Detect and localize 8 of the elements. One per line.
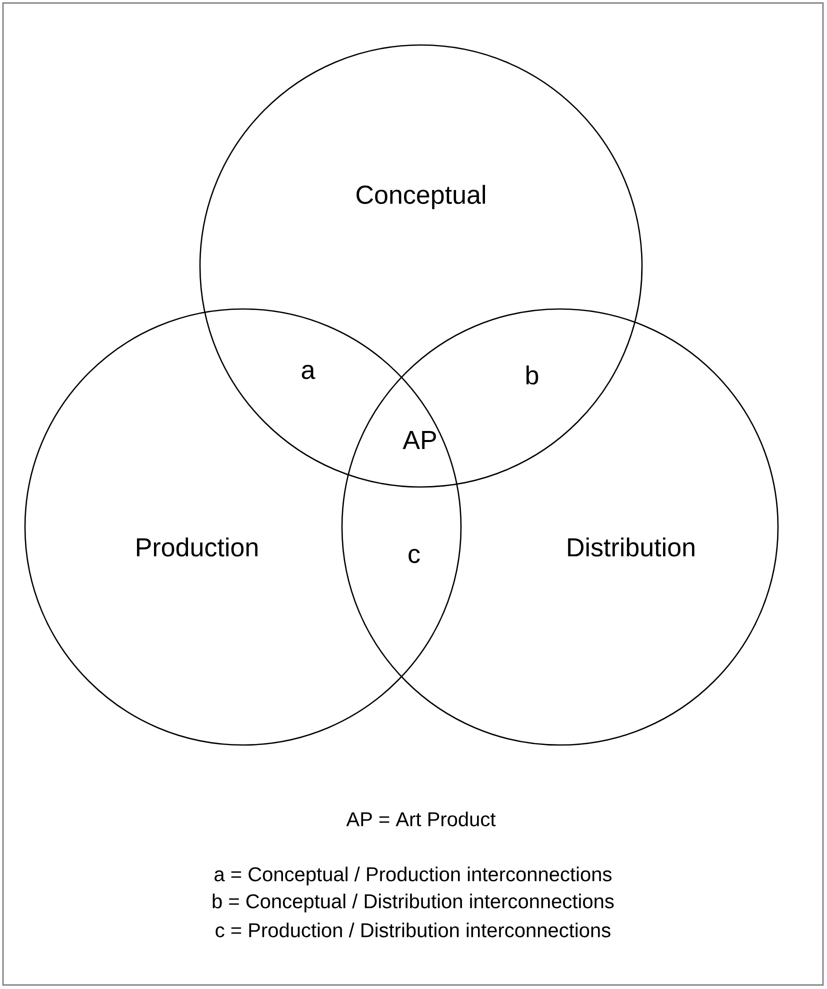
region-label: a <box>302 364 316 380</box>
region-label: c <box>408 548 420 564</box>
region-label: b <box>526 365 538 385</box>
region-label: AP <box>402 431 436 449</box>
legend-text: b = Conceptual / Distribution interconnections <box>212 894 614 912</box>
legend-text: a = Conceptual / Production interconnections <box>214 866 612 886</box>
legend-text: AP = Art Product <box>346 812 496 826</box>
legend-text: c = Production / Distribution interconnections <box>216 922 610 938</box>
